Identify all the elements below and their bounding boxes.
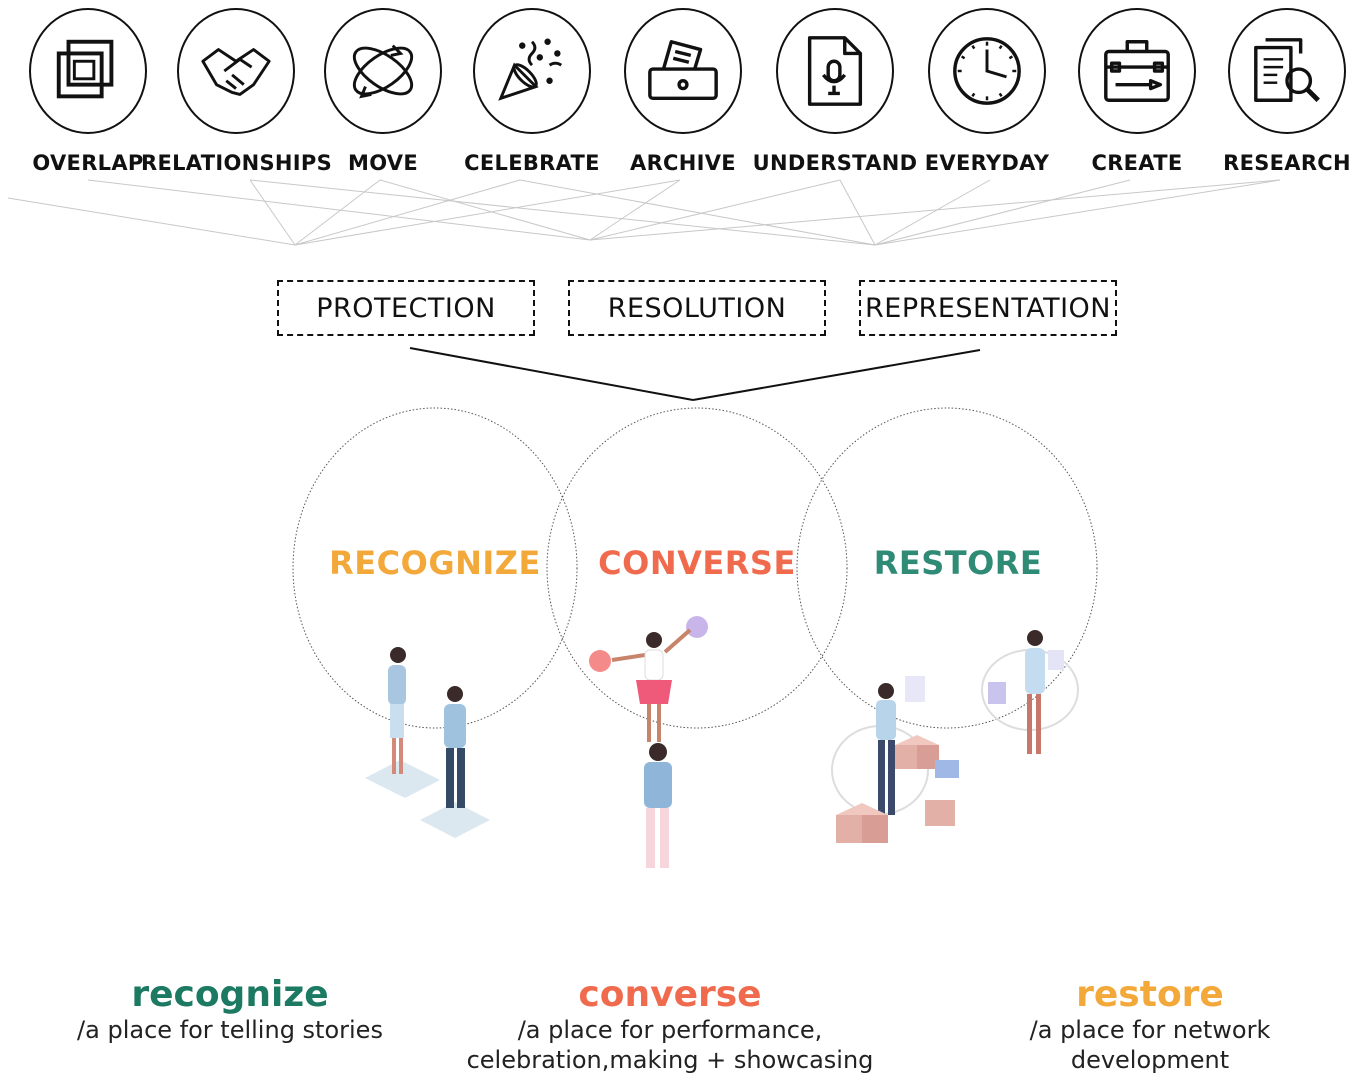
description-line: development <box>1070 1046 1230 1074</box>
icon-circle <box>324 8 442 134</box>
converse-illustration <box>589 616 708 868</box>
icon-circle <box>928 8 1046 134</box>
handshake-icon <box>201 48 271 96</box>
icon-label: OVERLAP <box>32 151 144 175</box>
description-title: recognize <box>131 974 329 1015</box>
recognize-illustration <box>365 647 490 838</box>
icon-item-move: MOVE <box>308 8 458 175</box>
venn-label-recognize: RECOGNIZE <box>329 544 541 582</box>
venn-circle-converse <box>546 407 848 729</box>
icon-circle <box>177 8 295 134</box>
icon-item-celebrate: CELEBRATE <box>457 8 607 175</box>
description-line: /a place for network <box>1029 1016 1271 1044</box>
icon-item-understand: UNDERSTAND <box>753 8 917 175</box>
description-title: restore <box>1076 974 1224 1015</box>
icon-item-relationships: RELATIONSHIPS <box>141 8 332 175</box>
description-line: /a place for telling stories <box>77 1016 383 1044</box>
description-converse: converse /a place for performance, celeb… <box>430 975 910 1075</box>
theme-box-protection: PROTECTION <box>277 280 535 336</box>
connector-lines <box>7 179 1281 246</box>
audio-file-icon <box>807 36 863 106</box>
icon-label: RELATIONSHIPS <box>141 151 333 175</box>
icon-label: CREATE <box>1091 151 1183 175</box>
icon-item-archive: ARCHIVE <box>608 8 758 175</box>
icon-label: EVERYDAY <box>924 151 1050 175</box>
restore-illustration <box>831 630 1079 843</box>
toolbox-icon <box>1104 40 1170 102</box>
venn-circle-restore <box>796 407 1098 729</box>
theme-box-resolution: RESOLUTION <box>568 280 826 336</box>
icon-circle <box>1078 8 1196 134</box>
icon-circle <box>473 8 591 134</box>
party-popper-icon <box>498 38 563 101</box>
archive-box-icon <box>648 40 718 101</box>
icon-label: UNDERSTAND <box>752 151 918 175</box>
description-line: /a place for performance, <box>517 1016 823 1044</box>
icon-item-everyday: EVERYDAY <box>912 8 1062 175</box>
icon-item-overlap: OVERLAP <box>13 8 163 175</box>
orbit-arrows-icon <box>352 44 414 99</box>
venn-circle-recognize <box>292 407 578 729</box>
document-search-icon <box>1254 38 1320 102</box>
icon-item-create: CREATE <box>1062 8 1212 175</box>
icon-label: CELEBRATE <box>464 151 600 175</box>
description-title: converse <box>578 974 762 1015</box>
description-recognize: recognize /a place for telling stories <box>40 975 420 1045</box>
funnel-lines <box>409 347 981 401</box>
clock-icon <box>953 37 1021 105</box>
icon-circle <box>29 8 147 134</box>
icon-circle <box>1228 8 1346 134</box>
icon-label: RESEARCH <box>1223 151 1351 175</box>
overlap-squares-icon <box>56 39 114 99</box>
description-line: celebration,making + showcasing <box>466 1046 874 1074</box>
venn-circles <box>292 407 1098 729</box>
icon-label: MOVE <box>348 151 418 175</box>
icon-circle <box>624 8 742 134</box>
icon-label: ARCHIVE <box>630 151 736 175</box>
description-restore: restore /a place for network development <box>990 975 1310 1075</box>
icon-item-research: RESEARCH <box>1212 8 1354 175</box>
venn-label-restore: RESTORE <box>873 544 1043 582</box>
theme-box-representation: REPRESENTATION <box>859 280 1117 336</box>
icon-circle <box>776 8 894 134</box>
venn-label-converse: CONVERSE <box>598 544 796 582</box>
